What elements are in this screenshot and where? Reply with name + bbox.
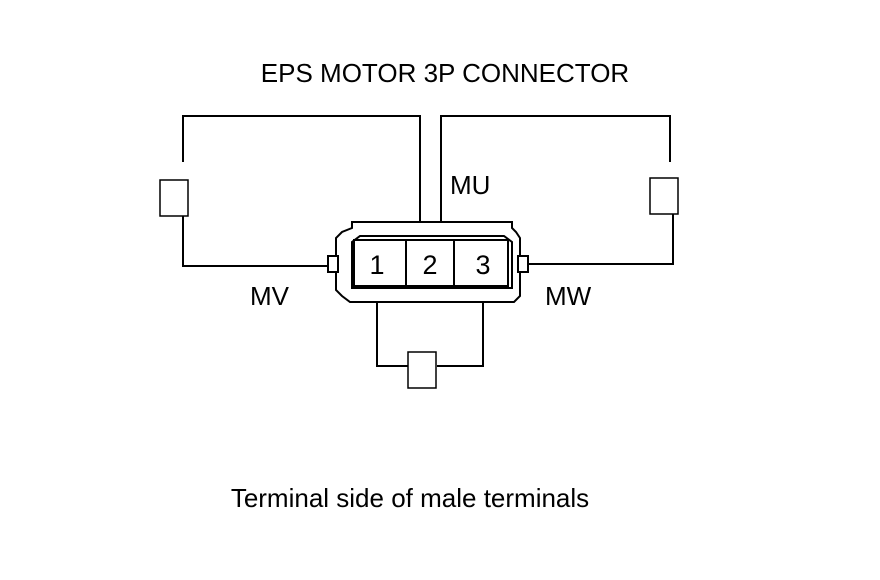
meter-right	[649, 177, 679, 215]
wire-loop-bottom	[376, 288, 484, 367]
wire-label-mw: MW	[545, 281, 592, 311]
meter-left	[159, 179, 189, 217]
connector-body	[327, 221, 529, 303]
meter-bottom	[407, 351, 437, 389]
wire-label-mu: MU	[450, 170, 490, 200]
diagram-caption: Terminal side of male terminals	[231, 483, 589, 513]
wire-label-mv: MV	[250, 281, 290, 311]
wire-loop-left	[182, 115, 421, 267]
terminal-1-label: 1	[369, 250, 384, 280]
terminal-3-label: 3	[475, 250, 490, 280]
diagram-title: EPS MOTOR 3P CONNECTOR	[261, 58, 629, 88]
terminal-2-label: 2	[422, 250, 437, 280]
wire-loop-right	[440, 115, 674, 265]
